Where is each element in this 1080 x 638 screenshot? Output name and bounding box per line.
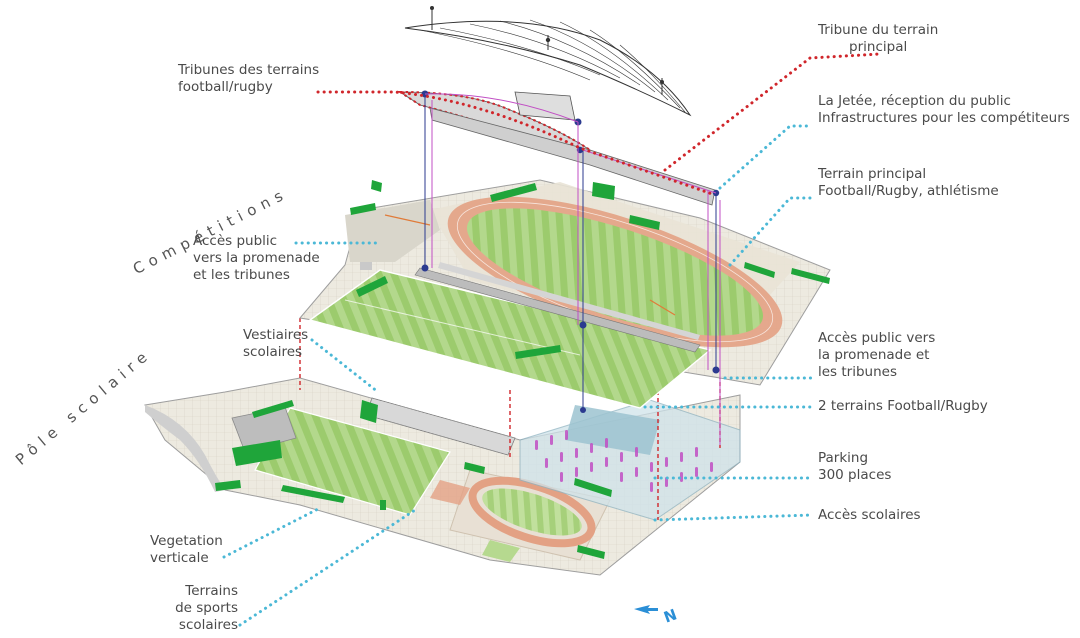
label-line: football/rugby	[178, 79, 273, 95]
label-line: Terrains	[185, 583, 238, 599]
lower-level-pole-scolaire	[144, 377, 741, 576]
label-tribune-terrain-principal: Tribune du terrain principal	[818, 22, 938, 56]
label-line: principal	[849, 39, 908, 55]
label-line: Infrastructures pour les compétiteurs	[818, 110, 1070, 126]
label-line: Football/Rugby, athlétisme	[818, 183, 999, 199]
label-line: et les tribunes	[193, 267, 290, 283]
label-line: Accès public	[193, 233, 278, 249]
north-arrow-icon	[634, 605, 658, 614]
label-line: Vestiaires	[243, 327, 309, 343]
label-line: verticale	[150, 550, 209, 566]
label-tribunes-football-rugby: Tribunes des terrains football/rugby	[178, 62, 319, 96]
label-jetee: La Jetée, réception du public Infrastruc…	[818, 93, 1070, 127]
label-line: Accès scolaires	[818, 507, 921, 523]
label-vestiaires-scolaires: Vestiaires scolaires	[243, 327, 308, 361]
label-line: Terrain principal	[818, 166, 927, 182]
label-line: Parking	[818, 450, 869, 466]
label-acces-scolaires: Accès scolaires	[818, 507, 921, 524]
leader-lines	[222, 52, 882, 627]
label-vegetation-verticale: Vegetation verticale	[150, 533, 223, 567]
label-acces-public-right: Accès public vers la promenade et les tr…	[818, 330, 935, 381]
label-line: scolaires	[178, 617, 238, 633]
vertical-connection-lines	[421, 93, 721, 445]
label-line: 2 terrains Football/Rugby	[818, 398, 988, 414]
upper-level-competitions	[299, 179, 831, 409]
label-line: Accès public vers	[818, 330, 936, 346]
tribune-canopies	[396, 6, 720, 206]
label-line: de sports	[175, 600, 238, 616]
label-parking: Parking 300 places	[818, 450, 891, 484]
label-line: Tribunes des terrains	[178, 62, 320, 78]
north-arrow: N	[632, 603, 688, 630]
label-line: La Jetée, réception du public	[818, 93, 1011, 109]
label-acces-public-left: Accès public vers la promenade et les tr…	[193, 233, 320, 284]
label-line: Vegetation	[150, 533, 223, 549]
label-line: scolaires	[243, 344, 303, 360]
label-terrain-principal: Terrain principal Football/Rugby, athlét…	[818, 166, 999, 200]
label-terrains-sports-scolaires: Terrains de sports scolaires	[168, 583, 238, 634]
label-line: les tribunes	[818, 364, 897, 380]
label-deux-terrains: 2 terrains Football/Rugby	[818, 398, 988, 415]
label-line: 300 places	[818, 467, 892, 483]
label-line: vers la promenade	[193, 250, 320, 266]
label-line: la promenade et	[818, 347, 930, 363]
label-line: Tribune du terrain	[818, 22, 939, 38]
